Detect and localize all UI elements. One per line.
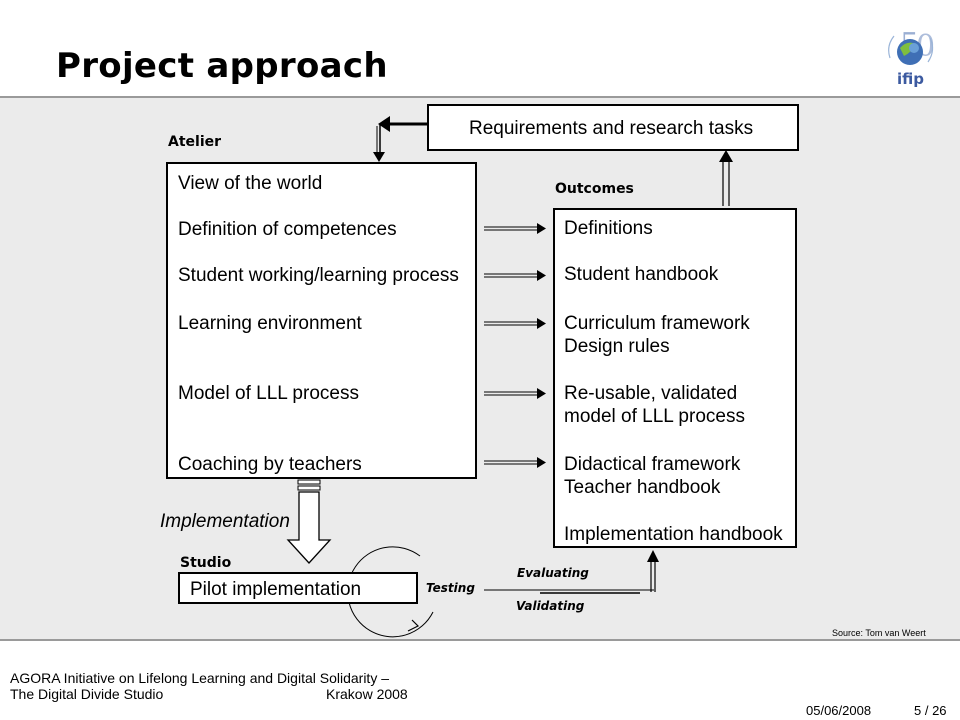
ifip-logo: 5 0 ifip <box>880 18 944 94</box>
outcome-item: Teacher handbook <box>564 477 721 498</box>
studio-label: Studio <box>180 555 232 571</box>
atelier-item: Coaching by teachers <box>178 454 362 475</box>
validating-label: Validating <box>516 599 585 613</box>
outcome-item: model of LLL process <box>564 406 745 427</box>
outcome-item: Didactical framework <box>564 454 741 475</box>
atelier-box: View of the world Definition of competen… <box>166 162 477 479</box>
page-number: 5 / 26 <box>914 703 947 718</box>
atelier-to-outcomes-arrows <box>484 223 546 468</box>
outcomes-to-requirements-arrow <box>719 150 733 206</box>
outcome-item: Definitions <box>564 218 653 239</box>
outcome-item: Design rules <box>564 336 670 357</box>
pilot-implementation-label: Pilot implementation <box>190 579 362 600</box>
pilot-implementation-box: Pilot implementation <box>178 572 418 604</box>
outcome-item: Curriculum framework <box>564 313 750 334</box>
source-credit: Source: Tom van Weert <box>832 628 926 638</box>
outcome-item: Re-usable, validated <box>564 383 738 404</box>
evaluating-label: Evaluating <box>517 566 589 580</box>
implementation-arrow <box>286 479 332 564</box>
outcome-item: Implementation handbook <box>564 524 783 545</box>
requirements-to-atelier-arrow <box>373 116 428 162</box>
ifip-logo-text: ifip <box>897 70 924 88</box>
page-title: Project approach <box>56 46 388 86</box>
footer-date: 05/06/2008 <box>806 703 872 718</box>
evaluating-validating-arrow <box>484 550 659 594</box>
requirements-box: Requirements and research tasks <box>427 104 799 151</box>
testing-label: Testing <box>426 581 475 595</box>
arrow-didactical <box>484 457 546 468</box>
arrow-curriculum <box>484 318 546 329</box>
outcomes-label: Outcomes <box>555 181 634 197</box>
footer-line1: AGORA Initiative on Lifelong Learning an… <box>10 670 389 686</box>
atelier-label: Atelier <box>168 134 222 150</box>
arrow-lll-model <box>484 388 546 399</box>
arrow-definitions <box>484 223 546 234</box>
implementation-label: Implementation <box>160 511 290 532</box>
atelier-item: Definition of competences <box>178 219 397 240</box>
footer: AGORA Initiative on Lifelong Learning an… <box>10 670 430 702</box>
atelier-item: Model of LLL process <box>178 383 359 404</box>
atelier-item: View of the world <box>178 173 323 194</box>
footer-location: Krakow 2008 <box>326 686 408 702</box>
diagram-band <box>0 96 960 641</box>
outcomes-box: Definitions Student handbook Curriculum … <box>553 208 797 548</box>
outcome-item: Student handbook <box>564 264 719 285</box>
atelier-item: Learning environment <box>178 313 362 334</box>
arrow-student-handbook <box>484 270 546 281</box>
requirements-label: Requirements and research tasks <box>469 118 754 139</box>
atelier-item: Student working/learning process <box>178 265 459 286</box>
ifip-50-logo-icon: 5 0 <box>888 27 935 65</box>
footer-studio: The Digital Divide Studio <box>10 686 164 702</box>
